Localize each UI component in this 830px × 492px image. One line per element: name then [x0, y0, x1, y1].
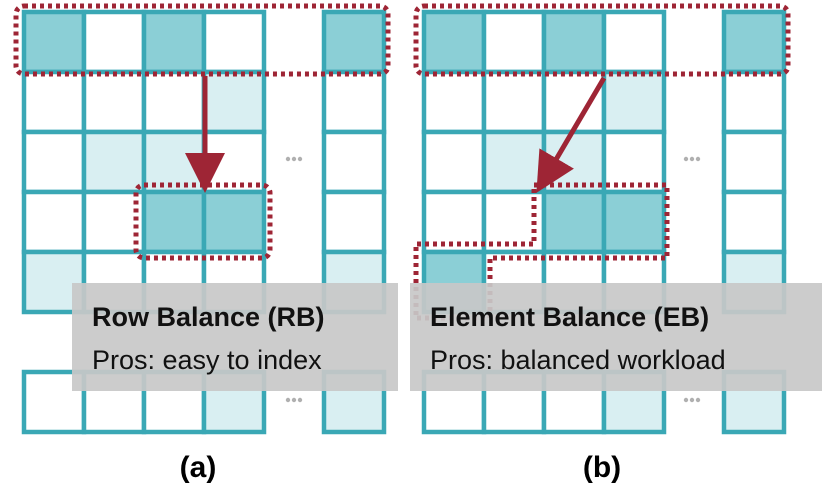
- grid-cell: [201, 69, 267, 135]
- panel-b-arrow: [536, 76, 607, 193]
- grid-cell: [21, 189, 87, 255]
- grid-cell: [541, 69, 607, 135]
- panel-a-ellipsis: [285, 156, 303, 403]
- grid-cell: [541, 9, 607, 75]
- grid-cell: [201, 189, 267, 255]
- grid-cell: [81, 69, 147, 135]
- panel-a-overlay: Row Balance (RB) Pros: easy to index: [72, 283, 398, 391]
- grid-cell: [81, 9, 147, 75]
- grid-cell: [721, 129, 787, 195]
- grid-cell: [421, 69, 487, 135]
- panel-b-grid: [421, 9, 787, 435]
- grid-cell: [141, 9, 207, 75]
- grid-cell: [601, 189, 667, 255]
- panel-b-subtitle: Pros: balanced workload: [430, 345, 726, 375]
- grid-cell: [81, 129, 147, 195]
- grid-cell: [321, 69, 387, 135]
- grid-cell: [721, 9, 787, 75]
- grid-cell: [141, 69, 207, 135]
- grid-cell: [421, 129, 487, 195]
- grid-cell: [481, 69, 547, 135]
- grid-cell: [421, 9, 487, 75]
- grid-cell: [721, 189, 787, 255]
- panel-a-row-selection: [13, 3, 391, 77]
- grid-cell: [321, 189, 387, 255]
- grid-cell: [201, 9, 267, 75]
- grid-cell: [21, 129, 87, 195]
- panel-b-overlay: Element Balance (EB) Pros: balanced work…: [410, 283, 822, 391]
- grid-cell: [601, 69, 667, 135]
- panel-b-title: Element Balance (EB): [430, 302, 709, 332]
- grid-cell: [321, 9, 387, 75]
- panel-b-row-selection: [413, 3, 791, 77]
- panel-a-title: Row Balance (RB): [92, 302, 325, 332]
- grid-cell: [321, 129, 387, 195]
- panel-b-ellipsis: [683, 156, 701, 403]
- panel-a-caption: (a): [180, 451, 217, 484]
- panel-b-caption: (b): [583, 451, 621, 484]
- grid-cell: [601, 9, 667, 75]
- grid-cell: [541, 189, 607, 255]
- panel-a-subtitle: Pros: easy to index: [92, 345, 322, 375]
- grid-cell: [481, 9, 547, 75]
- grid-cell: [721, 69, 787, 135]
- grid-cell: [141, 189, 207, 255]
- grid-cell: [21, 69, 87, 135]
- grid-cell: [21, 249, 87, 315]
- grid-cell: [21, 9, 87, 75]
